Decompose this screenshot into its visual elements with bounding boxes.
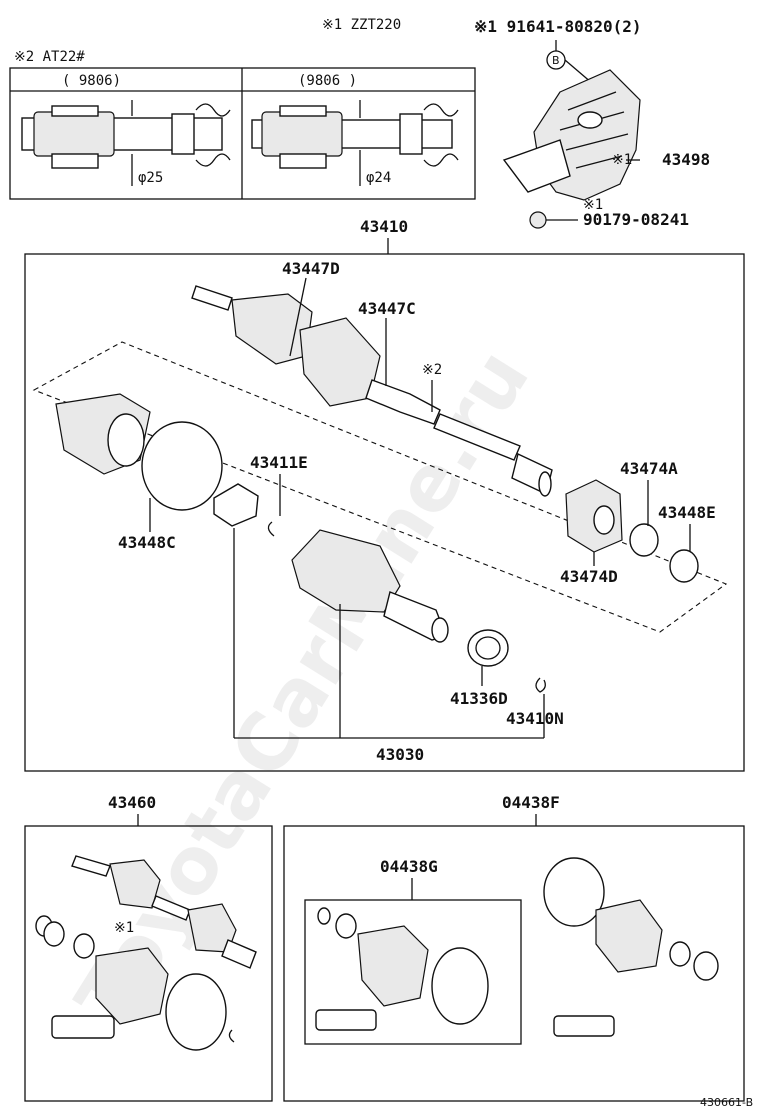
label-43030[interactable]: 43030 — [376, 745, 424, 764]
outer-boot-drawing — [55, 393, 223, 511]
label-43447C[interactable]: 43447C — [358, 299, 416, 318]
label-43474D[interactable]: 43474D — [560, 567, 618, 586]
drive-shaft-drawing — [191, 285, 553, 497]
bolt-ref-letter: B — [552, 54, 560, 67]
kit-right-part-number[interactable]: 04438F — [502, 793, 560, 812]
leader-43447D — [289, 277, 307, 357]
label-43447D[interactable]: 43447D — [282, 259, 340, 278]
label-43410N[interactable]: 43410N — [506, 709, 564, 728]
label-43411E[interactable]: 43411E — [250, 453, 308, 472]
oil-seal-inner — [475, 636, 501, 660]
kit-left-drawing — [35, 855, 257, 1051]
inset-right-diameter: φ24 — [366, 170, 391, 186]
kit-right-box — [283, 825, 745, 1102]
kit-right-sub-drawing — [315, 907, 489, 1031]
snap-ring-drawing — [535, 677, 546, 693]
inner-joint-drawing — [291, 529, 449, 643]
mark-2: ※2 — [422, 362, 442, 378]
label-43448E[interactable]: 43448E — [658, 503, 716, 522]
inset-title: ※2 AT22# — [14, 49, 85, 65]
label-41336D[interactable]: 41336D — [450, 689, 508, 708]
nut-part-number[interactable]: 90179-08241 — [583, 210, 689, 229]
model-note: ※1 ZZT220 — [322, 17, 401, 33]
kit-left-mark: ※1 — [114, 920, 134, 936]
inset-right-range: (9806 ) — [298, 73, 357, 89]
kit-right-drawing — [543, 857, 719, 1037]
inset-left-range: ( 9806) — [62, 73, 121, 89]
inset-box — [9, 67, 476, 200]
assembly-box — [24, 253, 745, 772]
kit-right-sub-number[interactable]: 04438G — [380, 857, 438, 876]
bracket-part-number[interactable]: 43498 — [662, 150, 710, 169]
inner-boot-drawing — [565, 479, 699, 583]
label-43474A[interactable]: 43474A — [620, 459, 678, 478]
label-43448C[interactable]: 43448C — [118, 533, 176, 552]
bolt-part-number[interactable]: ※1 91641-80820(2) — [474, 17, 642, 36]
diagram-code: 430661-B — [700, 1096, 753, 1109]
bracket-mark: ※1 — [612, 152, 632, 168]
kit-left-box — [24, 825, 273, 1102]
assembly-part-number[interactable]: 43410 — [360, 217, 408, 236]
kit-right-sub-box — [304, 899, 522, 1045]
kit-left-part-number[interactable]: 43460 — [108, 793, 156, 812]
leader-43030 — [233, 528, 544, 739]
inset-left-shaft — [21, 100, 231, 186]
kit-dashed-region — [32, 341, 728, 633]
bracket-drawing — [502, 69, 641, 201]
nut-drawing — [529, 211, 547, 229]
tripod-drawing — [213, 483, 275, 537]
inset-right-shaft — [251, 100, 459, 186]
nut-mark: ※1 — [583, 197, 603, 213]
oil-seal-drawing — [467, 629, 509, 667]
inset-left-diameter: φ25 — [138, 170, 163, 186]
